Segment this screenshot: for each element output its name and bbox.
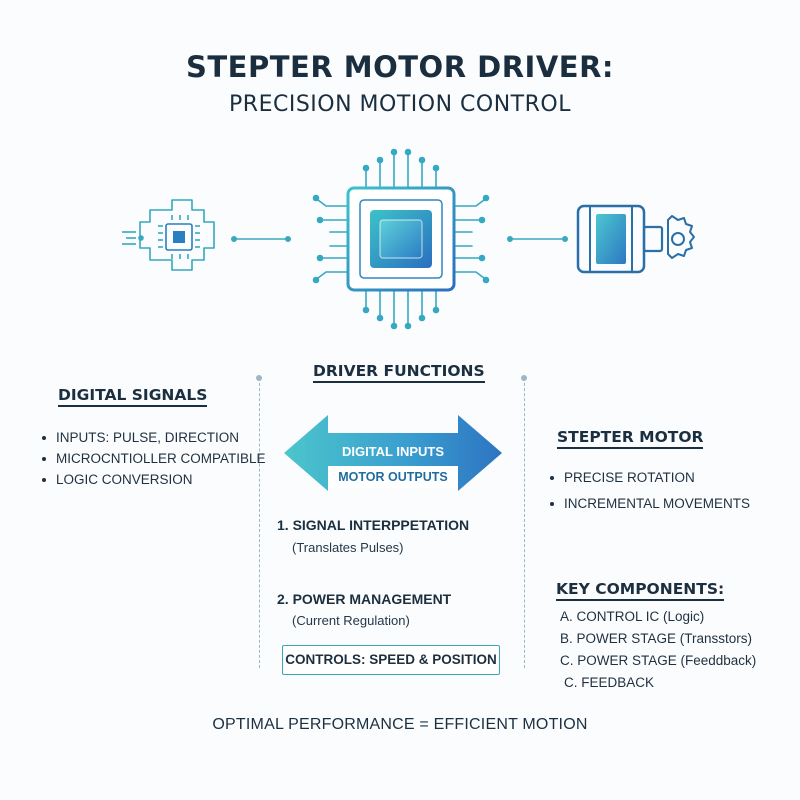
stepper-motor-heading: STEPTER MOTOR [557,428,704,449]
function-1-title: 1. SIGNAL INTERPPETATION [277,517,470,533]
footer-text: OPTIMAL PERFORMANCE = EFFICIENT MOTION [212,716,588,733]
connector-left [231,236,291,242]
top-diagram [122,148,695,330]
key-components-heading: KEY COMPONENTS: [556,580,725,601]
function-2-title: 2. POWER MANAGEMENT [277,591,452,607]
stepper-motor-list: PRECISE ROTATION INCREMENTAL MOVEMENTS [546,465,750,517]
function-2-sub: (Current Regulation) [292,613,410,628]
list-item: LOGIC CONVERSION [38,469,266,490]
microcontroller-icon [122,199,215,271]
driver-chip-icon [312,148,490,330]
digital-signals-heading: DIGITAL SIGNALS [58,386,208,407]
arrow-top-label: DIGITAL INPUTS [341,444,445,459]
bidirectional-arrow [284,415,502,491]
key-components-list: A. CONTROL IC (Logic) B. POWER STAGE (Tr… [560,606,756,694]
divider-left [259,378,260,668]
list-item: C. FEEDBACK [564,675,655,690]
list-item: INPUTS: PULSE, DIRECTION [38,427,266,448]
page-title: STEPTER MOTOR DRIVER: [186,50,614,84]
driver-functions-heading: DRIVER FUNCTIONS [313,362,485,383]
digital-signals-list: INPUTS: PULSE, DIRECTION MICROCNTIOLLER … [38,427,266,490]
digital-signals-heading-text: DIGITAL SIGNALS [58,386,208,407]
key-components-heading-text: KEY COMPONENTS: [556,580,725,601]
driver-functions-heading-text: DRIVER FUNCTIONS [313,362,485,383]
list-item: B. POWER STAGE (Transstors) [560,631,753,646]
list-item: PRECISE ROTATION [546,465,750,491]
page-subtitle: PRECISION MOTION CONTROL [229,92,571,117]
list-item: INCREMENTAL MOVEMENTS [546,491,750,517]
list-item: A. CONTROL IC (Logic) [560,609,705,624]
list-item: C. POWER STAGE (Feeddback) [560,653,757,668]
arrow-bottom-label: MOTOR OUTPUTS [338,470,448,484]
divider-right-dot [521,375,527,381]
stepper-motor-heading-text: STEPTER MOTOR [557,428,704,449]
list-item: MICROCNTIOLLER COMPATIBLE [38,448,266,469]
controls-box: CONTROLS: SPEED & POSITION [282,645,500,675]
divider-right [524,378,525,668]
function-1-sub: (Translates Pulses) [292,540,404,555]
connector-right [507,236,568,242]
controls-box-text: CONTROLS: SPEED & POSITION [285,652,497,667]
stepper-motor-icon [576,204,695,274]
divider-left-dot [256,375,262,381]
